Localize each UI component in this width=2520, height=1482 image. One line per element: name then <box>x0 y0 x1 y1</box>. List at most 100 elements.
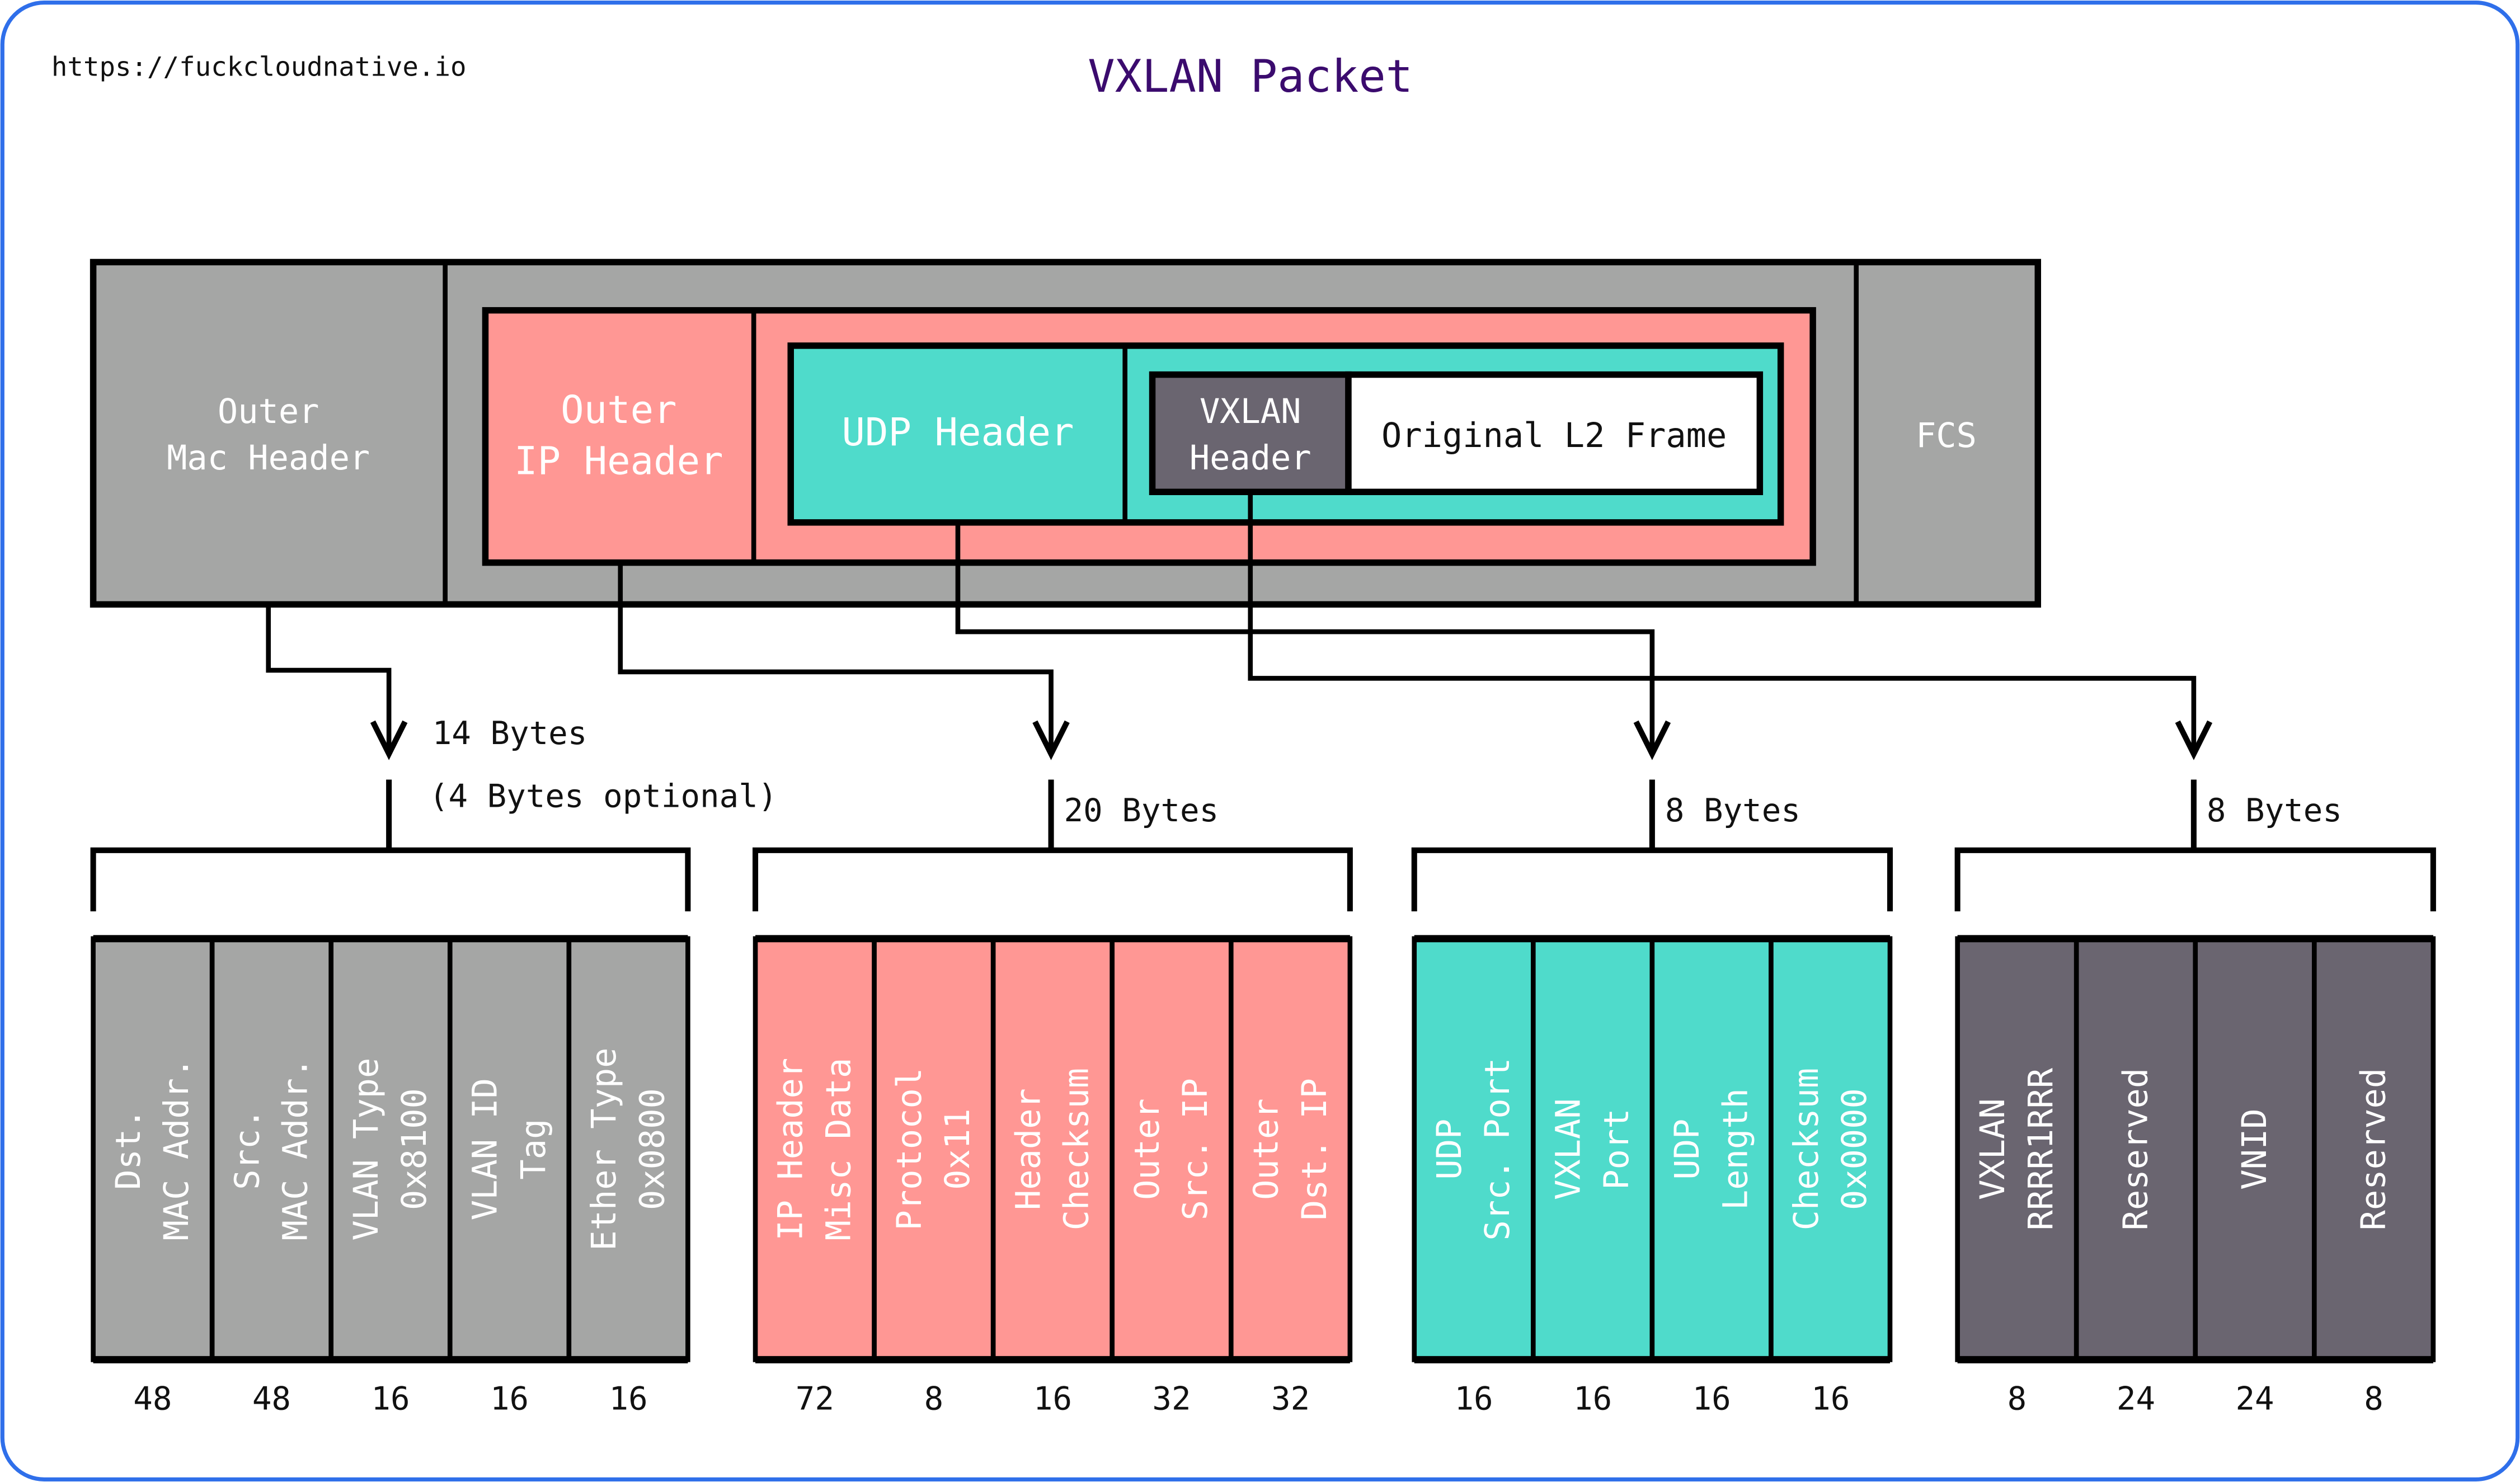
field-label: IP Header Misc Data <box>771 1058 858 1241</box>
diagram-title: VXLAN Packet <box>1088 50 1413 102</box>
field-label-line: Src. <box>228 1108 267 1189</box>
field-bit-size: 32 <box>1271 1380 1310 1417</box>
field-bit-size: 16 <box>371 1380 410 1417</box>
field-label-line: Length <box>1716 1088 1755 1210</box>
field-label-line: UDP <box>1430 1119 1469 1180</box>
connectors <box>266 492 2197 749</box>
field-label: Dst.MAC Addr. <box>109 1058 196 1241</box>
field-label-line: Reserved <box>2117 1068 2156 1231</box>
field-bit-size: 24 <box>2235 1380 2274 1417</box>
original-frame-box <box>1345 371 1764 496</box>
packet-structure <box>90 258 2042 608</box>
field-box <box>1531 936 1655 1362</box>
field-box <box>1769 936 1893 1362</box>
field-bit-size: 16 <box>1033 1380 1072 1417</box>
field-label-line: VXLAN <box>1549 1098 1588 1200</box>
size-label-note: (4 Bytes optional) <box>429 777 777 815</box>
fcs-label: FCS <box>1916 416 1977 455</box>
field-label-line: 0x0000 <box>1835 1088 1874 1210</box>
field-label-line: Src. IP <box>1176 1078 1215 1220</box>
field-bit-size: 16 <box>1454 1380 1493 1417</box>
field-label-line: Dst. <box>109 1108 148 1189</box>
field-label: Reserved <box>2117 1068 2156 1231</box>
field-box <box>753 936 877 1362</box>
source-url: https://fuckcloudnative.io <box>51 51 467 82</box>
field-bit-size: 16 <box>1692 1380 1731 1417</box>
field-label-line: MAC Addr. <box>157 1058 196 1241</box>
size-label: 8 Bytes <box>1665 792 1800 829</box>
arrow-down-icon <box>370 720 408 760</box>
arrow-down-icon <box>1633 720 1671 760</box>
field-box <box>1649 936 1774 1362</box>
field-label-line: Tag <box>514 1119 553 1180</box>
size-label: 14 Bytes <box>432 714 587 752</box>
field-bit-size: 72 <box>796 1380 834 1417</box>
field-bit-size: 16 <box>490 1380 529 1417</box>
field-bit-size: 48 <box>252 1380 291 1417</box>
udp-header-label: UDP Header <box>842 410 1074 455</box>
field-label-line: Outer <box>1128 1098 1167 1200</box>
connector-udp <box>955 522 1655 749</box>
field-label-line: Protocol <box>890 1068 929 1231</box>
field-bit-size: 8 <box>924 1380 944 1417</box>
field-label-line: Reserved <box>2354 1068 2394 1231</box>
field-box <box>1228 936 1353 1362</box>
field-label-line: Checksum <box>1787 1068 1826 1231</box>
field-label-line: VXLAN <box>1973 1098 2013 1200</box>
field-label: Src.MAC Addr. <box>228 1058 315 1241</box>
field-bit-size: 16 <box>1811 1380 1850 1417</box>
size-label: 8 Bytes <box>2207 792 2342 829</box>
field-label-line: Header <box>1009 1088 1048 1210</box>
field-bit-size: 24 <box>2117 1380 2155 1417</box>
field-label-line: Checksum <box>1057 1068 1097 1231</box>
field-bit-size: 8 <box>2007 1380 2027 1417</box>
field-label-line: IP Header <box>771 1058 810 1241</box>
field-bit-size: 16 <box>609 1380 648 1417</box>
field-label-line: Ether Type <box>585 1048 624 1251</box>
field-label-line: VLAN ID <box>466 1078 505 1220</box>
original-frame-label: Original L2 Frame <box>1381 416 1727 455</box>
field-label-line: Dst. IP <box>1295 1078 1334 1220</box>
field-label-line: VLAN Type <box>347 1058 386 1241</box>
connector-ip <box>618 562 1054 749</box>
field-box <box>2312 936 2436 1362</box>
field-label-line: 0x11 <box>938 1108 977 1189</box>
field-label: VNID <box>2235 1108 2274 1189</box>
field-label-line: Misc Data <box>820 1058 859 1241</box>
field-box <box>566 936 690 1362</box>
field-bit-size: 16 <box>1573 1380 1612 1417</box>
field-label-line: UDP <box>1668 1119 1707 1180</box>
field-label-line: 0x0800 <box>633 1088 672 1210</box>
field-label-line: VNID <box>2235 1108 2274 1189</box>
field-bit-size: 8 <box>2364 1380 2383 1417</box>
size-label: 20 Bytes <box>1064 792 1219 829</box>
field-bit-size: 48 <box>133 1380 172 1417</box>
connector-mac <box>266 604 392 749</box>
field-label-line: Src. Port <box>1478 1058 1517 1241</box>
field-label-line: RRRR1RRR <box>2021 1067 2061 1230</box>
field-label-line: Outer <box>1247 1098 1286 1200</box>
field-box <box>2193 936 2317 1362</box>
field-label-line: 0x8100 <box>395 1088 434 1210</box>
field-label-line: MAC Addr. <box>276 1058 316 1241</box>
field-bit-size: 32 <box>1152 1380 1191 1417</box>
connector-vxlan <box>1248 492 2197 749</box>
field-label-line: Port <box>1597 1108 1637 1189</box>
field-label: Reserved <box>2354 1068 2394 1231</box>
